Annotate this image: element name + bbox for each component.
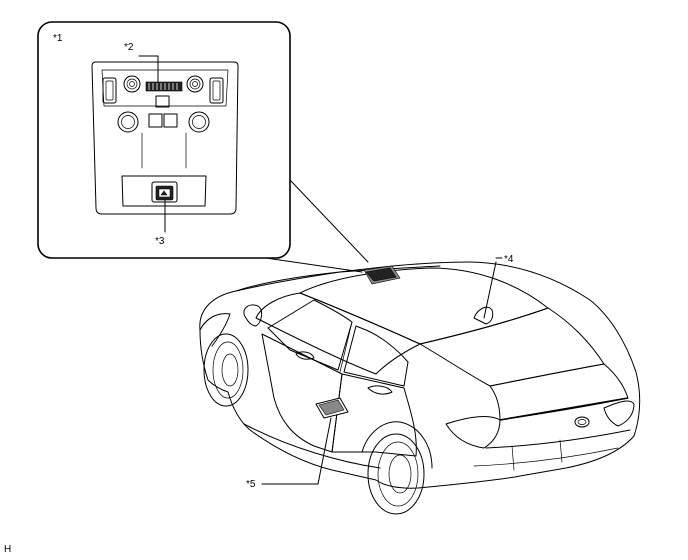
garage-opener-switch — [151, 181, 178, 203]
sedan-outline — [199, 261, 641, 515]
rear-emblem — [574, 416, 590, 428]
rear-side-window — [343, 325, 409, 387]
headlamp — [199, 313, 231, 347]
callout-5-label: *5 — [246, 479, 256, 490]
inset-leader-upper — [289, 179, 369, 263]
inset-overhead-console — [37, 21, 369, 273]
front-door — [261, 333, 343, 453]
roof-antenna — [473, 261, 497, 325]
center-button-right — [163, 113, 178, 128]
callout-3-label: *3 — [155, 236, 165, 247]
front-door-handle — [295, 351, 315, 360]
rear-window — [419, 307, 605, 387]
trunk-lid — [489, 363, 629, 421]
inset-frame — [37, 21, 291, 259]
inset-leader-lower — [265, 257, 363, 273]
side-mirror — [243, 304, 263, 327]
callout-1-label: *1 — [53, 33, 63, 44]
front-side-window — [267, 299, 353, 371]
roof-sensor-grille — [145, 81, 183, 92]
center-switch — [155, 95, 170, 108]
corner-code: H — [4, 544, 11, 555]
windshield — [255, 292, 421, 375]
door-control-unit — [315, 397, 349, 485]
roof-console-location — [363, 265, 401, 285]
roof-panel — [299, 267, 549, 345]
left-lamp-button — [117, 111, 139, 133]
rear-door-handle — [367, 385, 393, 395]
console-housing — [91, 61, 239, 215]
right-tail-lamp — [603, 400, 635, 427]
left-tail-lamp — [445, 416, 501, 449]
rear-wheel — [367, 433, 425, 515]
right-microphone — [186, 75, 204, 93]
console-lower-recess — [121, 175, 207, 207]
left-microphone — [123, 75, 141, 93]
callout-4-label: *4 — [504, 254, 514, 265]
center-button-left — [148, 113, 163, 128]
front-wheel — [203, 333, 249, 407]
callout-2-label: *2 — [124, 42, 134, 53]
right-lamp-button — [188, 111, 210, 133]
right-map-lamp — [209, 77, 224, 104]
left-map-lamp — [102, 77, 117, 104]
